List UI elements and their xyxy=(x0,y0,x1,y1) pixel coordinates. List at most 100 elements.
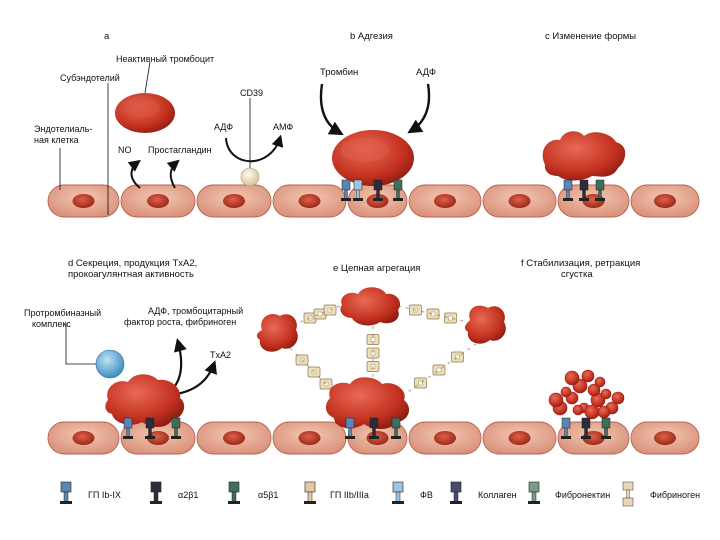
label-cd39: CD39 xyxy=(240,88,264,98)
legend-label-vwf: ФВ xyxy=(420,490,433,500)
gp-ib-ix-receptor xyxy=(345,417,355,439)
adp-amp-arrow xyxy=(225,134,284,163)
cell-nucleus xyxy=(147,431,169,445)
cell-nucleus xyxy=(298,431,321,445)
aggregating-platelet-top xyxy=(340,287,401,326)
receptors-d xyxy=(123,417,181,439)
panel-a xyxy=(59,61,284,215)
clot-platelet xyxy=(548,392,564,408)
cell-nucleus xyxy=(72,431,95,445)
label-amp: АМФ xyxy=(273,122,294,132)
label-prothrombinase-1: Протромбиназный xyxy=(24,308,102,318)
alpha2beta1-receptor xyxy=(373,179,383,201)
label-txa2: TxA2 xyxy=(210,350,232,360)
alpha5beta1-receptor xyxy=(171,417,181,439)
gp-ib-ix-receptor xyxy=(561,417,571,439)
gp-iib-iiia-icon xyxy=(304,481,316,504)
clot-platelet xyxy=(594,376,606,388)
label-endothelial-cell-1: Эндотелиаль- xyxy=(34,124,93,134)
panel-f-title-1: f Стабилизация, ретракция xyxy=(521,258,641,269)
panel-c-title: c Изменение формы xyxy=(545,31,637,42)
no-arrow xyxy=(127,159,141,189)
panel-d-title-2: прокоагулянтная активность xyxy=(68,269,194,280)
label-adp-a: АДФ xyxy=(214,122,234,132)
label-adp-b: АДФ xyxy=(416,67,437,78)
alpha5beta1-receptor xyxy=(393,179,403,201)
alpha2beta1-icon xyxy=(150,481,162,504)
legend-label-gp-iib-iiia: ГП IIb/IIIa xyxy=(330,490,369,500)
label-secretion-1: АДФ, тромбоцитарный xyxy=(148,306,244,316)
retracted-clot xyxy=(548,369,625,420)
panel-f-title-2: сгустка xyxy=(561,269,593,280)
fibrinogen-bridges xyxy=(289,304,477,397)
cell-nucleus xyxy=(298,194,321,208)
prostaglandin-arrow xyxy=(166,159,180,189)
clot-platelet xyxy=(564,370,580,386)
fibrinogen-icon xyxy=(622,481,634,507)
panel-f xyxy=(548,369,625,439)
receptors-f xyxy=(561,417,611,439)
panel-b-title: b Адгезия xyxy=(350,31,393,42)
cell-nucleus xyxy=(508,194,531,208)
label-prothrombinase-2: комплекс xyxy=(32,319,71,329)
activated-platelet-d xyxy=(105,374,185,427)
collagen-icon xyxy=(450,481,462,504)
cell-nucleus xyxy=(223,194,245,208)
alpha2beta1-receptor xyxy=(145,417,155,439)
label-endothelial-cell-2: ная клетка xyxy=(34,135,79,145)
gp-ib-ix-receptor xyxy=(341,179,351,201)
label-subendothelium: Субэндотелий xyxy=(60,73,120,83)
alpha2beta1-receptor xyxy=(369,417,379,439)
clot-platelet xyxy=(584,404,600,420)
cell-nucleus xyxy=(223,431,245,445)
panel-e xyxy=(256,287,506,439)
gp-ib-ix-receptor xyxy=(563,179,573,201)
alpha5beta1-receptor xyxy=(595,179,605,201)
cell-nucleus xyxy=(434,431,456,445)
clot-platelet xyxy=(600,388,612,400)
cell-nucleus xyxy=(654,194,676,208)
label-no: NO xyxy=(118,145,132,155)
legend-label-gp-ib-ix: ГП Ib-IX xyxy=(88,490,121,500)
legend-icons xyxy=(60,481,634,507)
label-inactive-platelet: Неактивный тромбоцит xyxy=(116,54,215,64)
legend-label-alpha5beta1: α5β1 xyxy=(258,490,279,500)
prothrombinase-complex xyxy=(95,349,125,379)
receptors-e xyxy=(345,417,401,439)
aggregating-platelet-bottom xyxy=(325,377,410,429)
cell-nucleus xyxy=(582,431,605,445)
alpha5beta1-receptor xyxy=(391,417,401,439)
legend-label-fibronectin: Фибронектин xyxy=(555,490,611,500)
cd39-ectoenzyme xyxy=(240,167,260,187)
clot-platelet xyxy=(581,369,595,383)
cell-nucleus xyxy=(72,194,95,208)
alpha2beta1-receptor xyxy=(581,417,591,439)
receptors-b xyxy=(341,179,403,201)
fibronectin-icon xyxy=(528,481,540,504)
panel-b xyxy=(319,83,431,201)
aggregating-platelet-right xyxy=(464,305,506,344)
legend-label-alpha2beta1: α2β1 xyxy=(178,490,199,500)
clot-platelet xyxy=(597,405,611,419)
adp-arrow xyxy=(407,83,431,134)
panel-e-title: e Цепная агрегация xyxy=(333,263,421,274)
alpha5beta1-icon xyxy=(228,481,240,504)
legend-label-fibrinogen: Фибриноген xyxy=(650,490,701,500)
cell-nucleus xyxy=(147,194,169,208)
clot-platelet xyxy=(572,404,584,416)
gp-ib-ix-receptor xyxy=(123,417,133,439)
receptors-c xyxy=(563,179,605,201)
clot-platelet xyxy=(587,383,601,397)
gp-ib-ix-icon xyxy=(60,481,72,504)
alpha2beta1-receptor xyxy=(579,179,589,201)
clot-platelet xyxy=(560,386,572,398)
legend-label-collagen: Коллаген xyxy=(478,490,517,500)
panel-d xyxy=(65,323,217,439)
clot-platelet xyxy=(611,391,625,405)
panel-c xyxy=(542,131,626,201)
thrombin-arrow xyxy=(319,83,344,136)
cell-nucleus xyxy=(654,431,676,445)
endothelial-layer-top xyxy=(47,184,700,218)
shape-changed-platelet xyxy=(542,131,626,181)
